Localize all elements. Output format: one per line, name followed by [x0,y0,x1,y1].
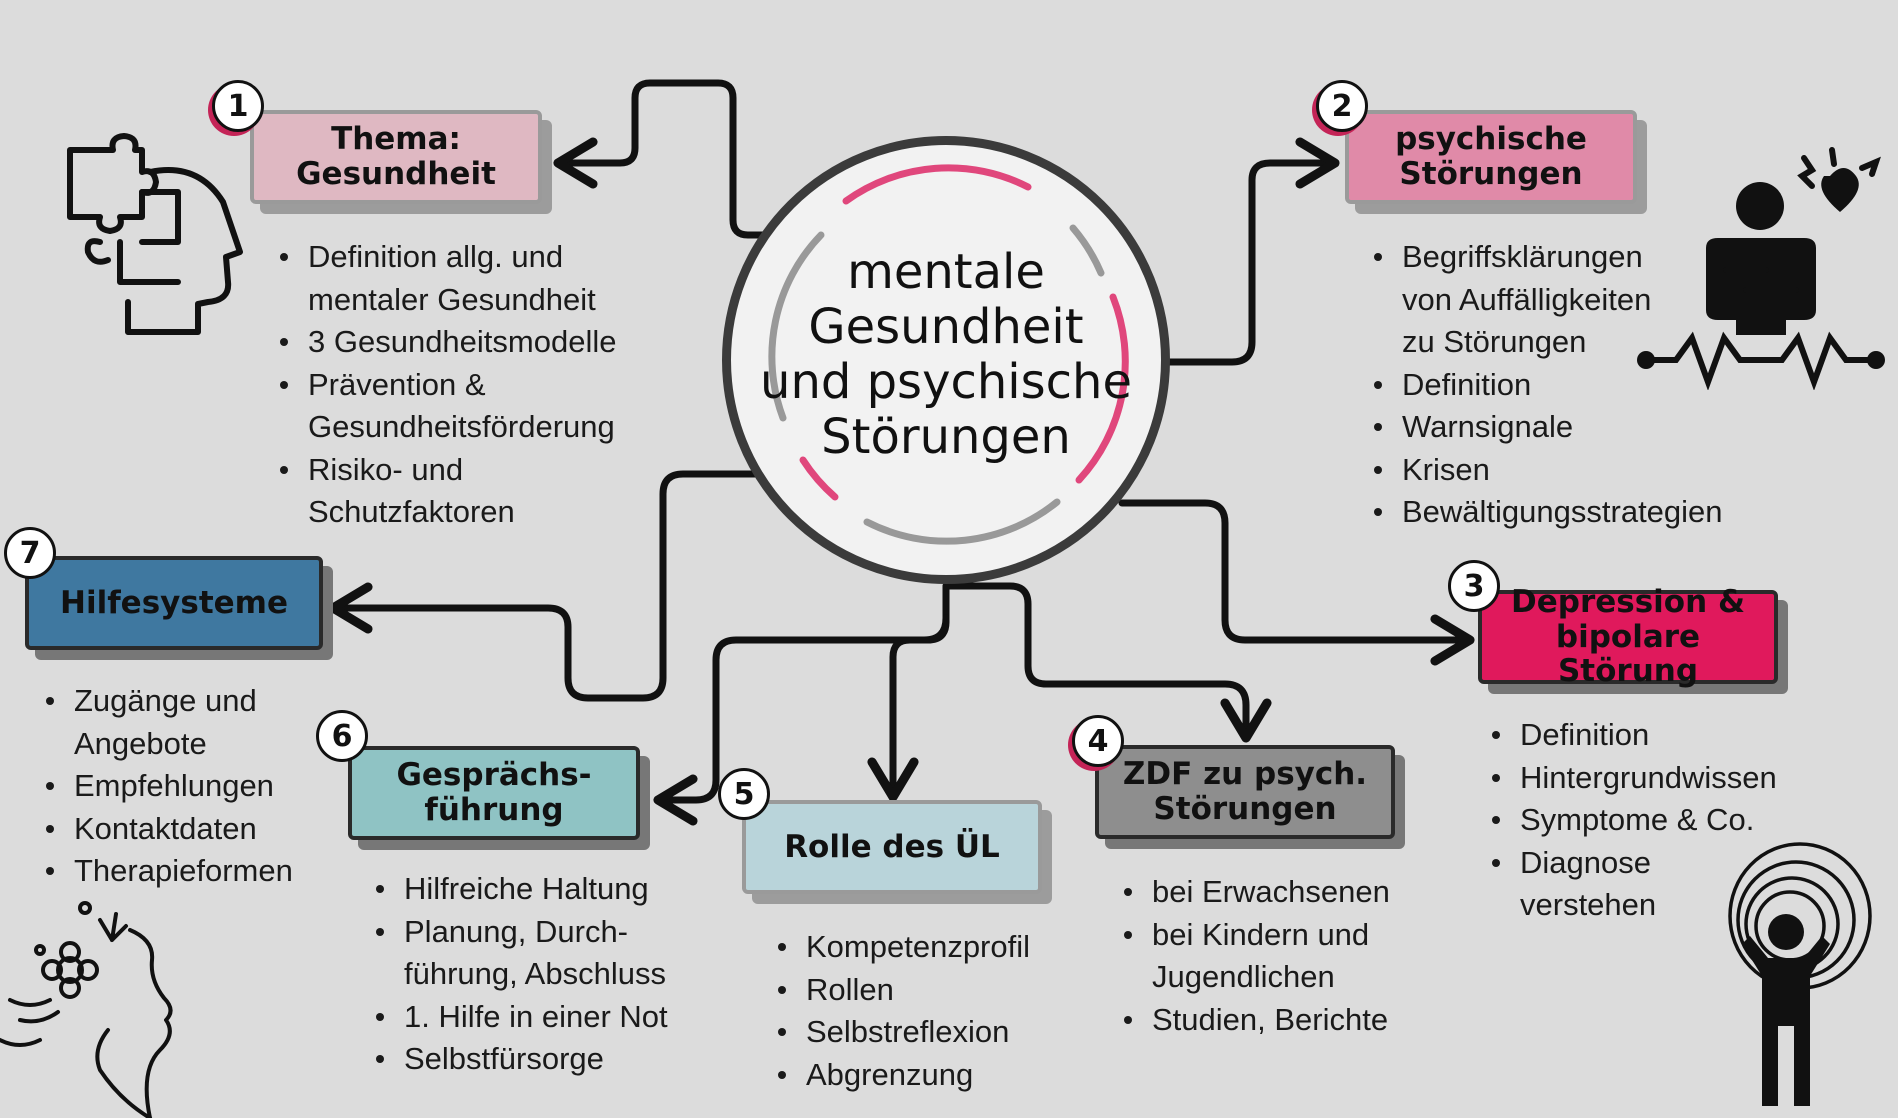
connector-topic-5 [867,582,950,802]
topic-box-gespraechsfuehrung: Gesprächs- führung [348,746,640,840]
topic-number-badge: 3 [1448,560,1500,612]
topic-bullet-list: Begriffsklärungen von Auffälligkeiten zu… [1370,236,1723,534]
connector-topic-3 [1118,499,1475,666]
topic-title-line: Störungen [1153,791,1337,827]
topic-title-line: Gesundheit [296,156,496,192]
topic-title-line: führung [424,792,564,828]
list-item: 3 Gesundheitsmodelle [276,321,616,364]
list-item: zu Störungen [1402,324,1587,359]
topic-title-line: Hilfesysteme [60,584,288,621]
topic-title-line: psychische [1395,121,1587,158]
list-item: Definition [1370,364,1723,407]
central-title: mentale Gesundheit und psychische Störun… [731,245,1161,465]
list-item: Kontaktdaten [42,808,293,851]
list-item: Warnsignale [1370,406,1723,449]
list-item: Zugänge und [42,680,293,723]
flower-woman-profile-icon [0,901,173,1118]
list-item: Prävention & [276,364,616,407]
connector-topic-2 [1164,137,1340,366]
list-item: Gesundheitsförderung [308,409,615,444]
central-title-line: mentale [847,244,1045,300]
topic-bullet-list: Hilfreiche Haltung Planung, Durch- führu… [372,868,668,1081]
topic-bullet-list: Zugänge und Angebote Empfehlungen Kontak… [42,680,293,893]
topic-bullet-list: bei Erwachsenen bei Kindern und Jugendli… [1120,871,1390,1041]
list-item: Abgrenzung [774,1054,1030,1097]
stressed-person-icon [1728,842,1872,1106]
list-item: Selbstreflexion [774,1011,1030,1054]
topic-box-gesundheit: Thema: Gesundheit [250,110,542,204]
topic-box-psychische-stoerungen: psychische Störungen [1345,110,1637,204]
topic-number-badge: 4 [1072,715,1124,767]
list-item: Jugendlichen [1152,959,1335,994]
list-item: mentaler Gesundheit [308,281,596,317]
list-item: Empfehlungen [42,765,293,808]
list-item: Krisen [1370,449,1723,492]
list-item: bei Kindern und [1120,914,1390,957]
list-item: führung, Abschluss [404,956,666,991]
topic-number-badge: 6 [316,710,368,762]
list-item: Begriffsklärungen [1370,236,1723,279]
topic-box-depression: Depression & bipolare Störung [1478,585,1778,689]
list-item: Definition [1488,714,1777,757]
topic-title-line: ZDF zu psych. [1122,756,1368,793]
topic-title-line: Thema: [331,121,461,158]
list-item: Studien, Berichte [1120,999,1390,1042]
topic-title-line: Störungen [1399,156,1583,192]
topic-number-badge: 7 [4,527,56,579]
list-item: Risiko- und [276,449,616,492]
topic-box-hilfesysteme: Hilfesysteme [25,556,323,650]
topic-bullet-list: Definition allg. und mentaler Gesundheit… [276,236,616,534]
list-item: Hintergrundwissen [1488,757,1777,800]
puzzle-head-icon [67,133,243,335]
list-item: bei Erwachsenen [1120,871,1390,914]
topic-title-line: bipolare Störung [1555,618,1701,690]
list-item: Planung, Durch- [372,911,668,954]
list-item: Definition allg. und [276,236,616,279]
connector-topic-4 [942,582,1272,743]
topic-bullet-list: Kompetenzprofil Rollen Selbstreflexion A… [774,926,1030,1096]
list-item: Angebote [74,725,207,761]
connector-topic-1 [553,79,772,239]
list-item: Symptome & Co. [1488,799,1777,842]
list-item: Bewältigungsstrategien [1370,491,1723,534]
list-item: Diagnose [1488,842,1777,885]
list-item: verstehen [1520,887,1657,922]
list-item: von Auffälligkeiten [1402,281,1652,317]
topic-box-zdf: ZDF zu psych. Störungen [1095,745,1395,839]
center-dashed-ring [768,164,1129,545]
anxious-person-heart-icon [1637,147,1885,390]
topic-number-badge: 5 [718,768,770,820]
topic-number-badge: 1 [212,80,264,132]
connector-topic-6 [653,614,950,826]
central-title-line: Gesundheit [808,299,1084,355]
list-item: Therapieformen [42,850,293,893]
topic-title-line: Rolle des ÜL [784,828,1000,865]
topic-number-badge: 2 [1316,80,1368,132]
central-topic: mentale Gesundheit und psychische Störun… [722,136,1170,584]
topic-box-rolle: Rolle des ÜL [742,800,1042,894]
list-item: 1. Hilfe in einer Not [372,996,668,1039]
topic-bullet-list: Definition Hintergrundwissen Symptome & … [1488,714,1777,927]
topic-title-line: Gesprächs- [396,757,592,794]
list-item: Hilfreiche Haltung [372,868,668,911]
list-item: Schutzfaktoren [308,494,515,529]
list-item: Rollen [774,969,1030,1012]
list-item: Selbstfürsorge [372,1038,668,1081]
central-title-line: und psychische [760,354,1132,410]
topic-title-line: Depression & [1511,583,1745,620]
list-item: Kompetenzprofil [774,926,1030,969]
central-title-line: Störungen [821,409,1071,465]
connector-topic-7 [328,470,760,702]
